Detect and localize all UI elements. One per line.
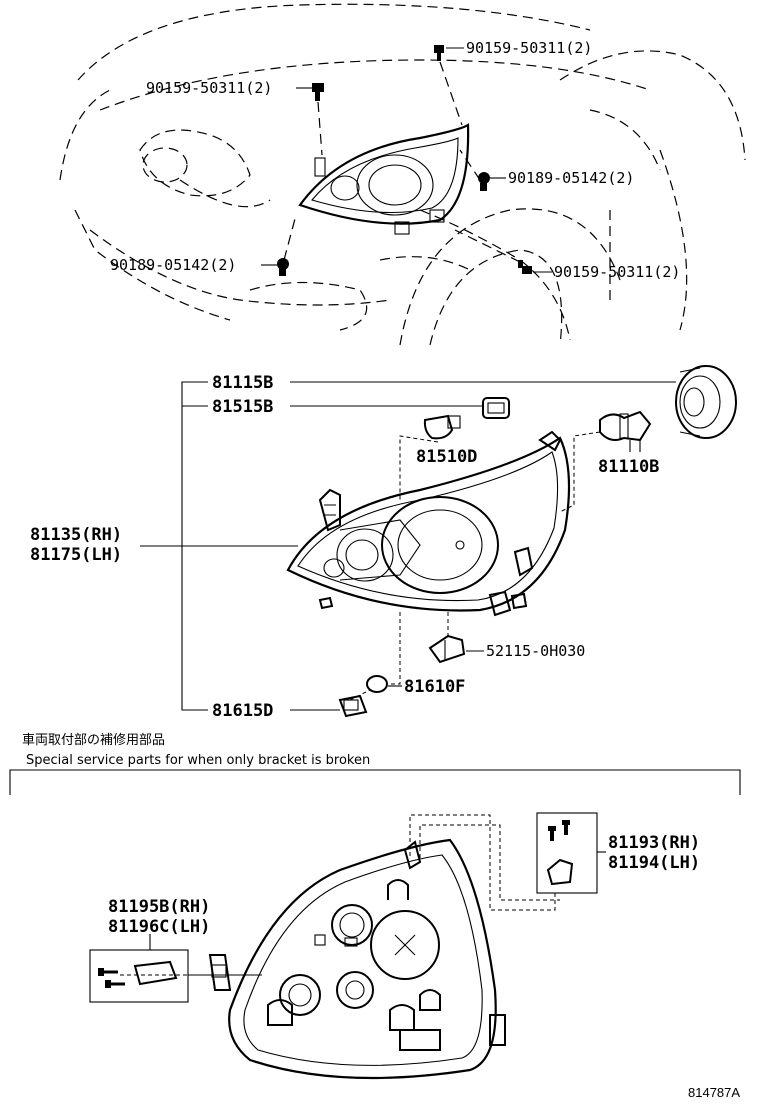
callout-socket-side: 81615D bbox=[212, 701, 273, 721]
bulb-small-icon bbox=[423, 414, 461, 440]
socket-icon bbox=[482, 397, 510, 419]
callout-bulb-main: 81110B bbox=[598, 457, 659, 477]
bolt-icon bbox=[312, 83, 324, 101]
figure-reference: 814787A bbox=[688, 1085, 740, 1100]
service-title-en: Special service parts for when only brac… bbox=[26, 753, 370, 768]
headlamp-rear-icon bbox=[208, 838, 506, 1080]
bracket-clip-icon bbox=[428, 634, 466, 664]
callout-unit-lh: 81175(LH) bbox=[30, 545, 122, 565]
clip-icon bbox=[277, 258, 289, 276]
callout-clip-right: 90189-05142(2) bbox=[508, 169, 634, 187]
vehicle-front-view: 90159-50311(2) 90159-50311(2) 90189-0514… bbox=[59, 3, 746, 346]
bulb-side-icon bbox=[366, 675, 388, 693]
callout-clip-left: 90189-05142(2) bbox=[110, 256, 236, 274]
callout-bulb-small: 81510D bbox=[416, 447, 477, 467]
callout-bolt-bottom-right: 90159-50311(2) bbox=[554, 263, 680, 281]
callout-kit-side-rh: 81195B(RH) bbox=[108, 897, 210, 917]
bolt-icon bbox=[518, 260, 532, 274]
callout-kit-top-rh: 81193(RH) bbox=[608, 833, 700, 853]
bolt-icon bbox=[434, 45, 444, 61]
bulb-main-icon bbox=[599, 410, 652, 452]
callout-unit-rh: 81135(RH) bbox=[30, 525, 122, 545]
service-title-jp: 車両取付部の補修用部品 bbox=[22, 733, 165, 748]
kit-top-box bbox=[536, 812, 598, 894]
kit-side-box bbox=[89, 949, 189, 1003]
callout-socket: 81515B bbox=[212, 397, 273, 417]
screw-icon bbox=[98, 968, 125, 988]
service-parts-section: 車両取付部の補修用部品 Special service parts for wh… bbox=[9, 733, 741, 1080]
callout-bolt-top-left: 90159-50311(2) bbox=[146, 79, 272, 97]
headlamp-unit-icon bbox=[286, 430, 571, 617]
exploded-headlamp-view: 81115B 81515B 81510D 81110B 81135(RH) 81… bbox=[30, 365, 737, 721]
callout-kit-side-lh: 81196C(LH) bbox=[108, 917, 210, 937]
callout-bolt-top-right: 90159-50311(2) bbox=[466, 39, 592, 57]
cover-cap-icon bbox=[675, 365, 737, 439]
callout-bulb-side: 81610F bbox=[404, 677, 465, 697]
clip-icon bbox=[478, 172, 490, 191]
screw-icon bbox=[548, 820, 570, 841]
callout-kit-top-lh: 81194(LH) bbox=[608, 853, 700, 873]
callout-bracket-part: 52115-0H030 bbox=[486, 642, 585, 660]
callout-cover: 81115B bbox=[212, 373, 273, 393]
